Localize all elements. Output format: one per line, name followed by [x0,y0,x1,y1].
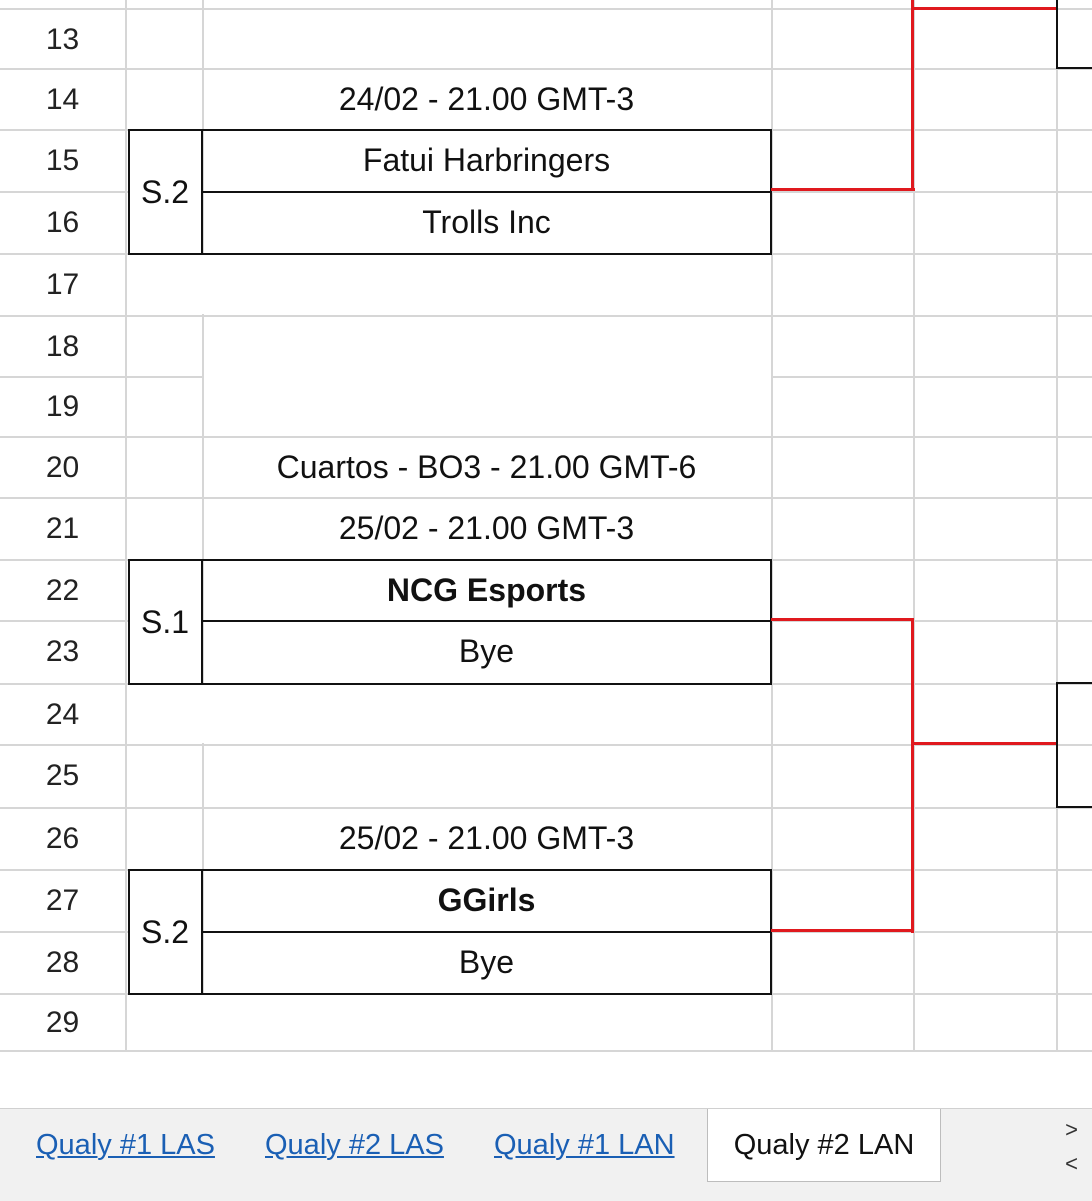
merged-cell [204,499,771,559]
row-header[interactable]: 17 [45,267,80,301]
merged-cell [204,438,771,497]
grid-line [0,191,128,193]
grid-line [913,0,915,1052]
tab-qualy-2-lan[interactable]: Qualy #2 LAN [707,1109,941,1182]
row-header[interactable]: 14 [45,82,80,116]
scroll-tabs-right-icon[interactable]: > [1065,1117,1078,1142]
grid-line [0,807,1092,809]
bracket-connector [911,7,1058,10]
grid-line [1056,0,1058,1052]
match-border [202,191,772,193]
next-round-box [1056,806,1092,808]
grid-line [0,497,1092,499]
match-border [128,993,772,995]
merged-cell [204,70,771,129]
team-name[interactable]: Trolls Inc [422,204,551,240]
seed-label[interactable]: S.2 [140,173,190,210]
row-header[interactable]: 19 [45,389,80,423]
team-name[interactable]: NCG Esports [386,572,587,608]
match-border [128,129,130,255]
grid-line [0,931,128,933]
grid-line [771,191,1092,193]
row-header[interactable]: 20 [45,450,80,484]
match-border [128,869,772,871]
row-header[interactable]: 21 [45,511,80,545]
row-header[interactable]: 18 [45,329,80,363]
row-header[interactable]: 13 [45,22,80,56]
merged-cell [204,809,771,869]
grid-line [771,931,1092,933]
bracket-connector [911,0,914,191]
match-border [770,129,772,255]
next-round-box [1056,682,1058,808]
grid-line [202,0,204,1052]
match-date[interactable]: 25/02 - 21.00 GMT-3 [338,820,635,856]
team-name[interactable]: Fatui Harbringers [362,142,611,178]
row-header[interactable]: 16 [45,205,80,239]
grid-line [0,620,128,622]
next-round-box [1056,682,1092,684]
match-border [128,683,772,685]
match-border [128,559,772,561]
team-name[interactable]: GGirls [437,882,536,918]
team-name[interactable]: Bye [458,633,515,669]
scroll-tabs-left-icon[interactable]: < [1065,1151,1078,1176]
seed-label[interactable]: S.2 [140,913,190,950]
match-border [201,559,203,685]
grid-line [0,1050,1092,1052]
match-border [202,931,772,933]
grid-line [0,8,1092,10]
row-header[interactable]: 26 [45,821,80,855]
merged-cell [204,746,771,807]
match-border [128,869,130,995]
match-date[interactable]: 25/02 - 21.00 GMT-3 [338,510,635,546]
row-header[interactable]: 22 [45,573,80,607]
grid-line [0,436,1092,438]
grid-line [0,315,1092,317]
row-header[interactable]: 15 [45,143,80,177]
bracket-connector [911,618,914,933]
grid-line [771,620,1092,622]
match-border [770,559,772,685]
round-header[interactable]: Cuartos - BO3 - 21.00 GMT-6 [276,449,697,485]
next-round-box [1056,67,1092,69]
grid-line [771,0,773,1052]
row-header[interactable]: 28 [45,945,80,979]
grid-line [0,68,1092,70]
match-border [128,559,130,685]
team-name[interactable]: Bye [458,944,515,980]
row-header[interactable]: 25 [45,758,80,792]
tab-qualy-1-lan[interactable]: Qualy #1 LAN [494,1128,675,1161]
bracket-connector [771,188,915,191]
merged-cell [128,995,771,1050]
match-border [770,869,772,995]
row-header[interactable]: 29 [45,1005,80,1039]
next-round-box [1056,0,1058,69]
spreadsheet-grid: 13 14 15 16 17 18 19 20 21 22 23 24 25 2… [0,0,1092,1052]
sheet-tab-bar: Qualy #1 LAS Qualy #2 LAS Qualy #1 LAN Q… [0,1108,1092,1201]
tab-qualy-2-las[interactable]: Qualy #2 LAS [265,1128,444,1161]
bracket-connector [771,618,914,621]
bracket-connector [771,929,914,932]
grid-line [125,0,127,1052]
tab-qualy-1-las[interactable]: Qualy #1 LAS [36,1128,215,1161]
grid-line [0,744,1092,746]
match-date[interactable]: 24/02 - 21.00 GMT-3 [338,81,635,117]
match-border [201,129,203,255]
match-border [202,620,772,622]
merged-cell [128,255,771,314]
match-border [128,129,772,131]
merged-cell [204,10,771,68]
row-header[interactable]: 24 [45,697,80,731]
bracket-connector [911,742,1058,745]
merged-cell [204,317,771,436]
match-border [128,253,772,255]
match-border [201,869,203,995]
seed-label[interactable]: S.1 [140,603,190,640]
merged-cell [128,685,771,743]
row-header[interactable]: 27 [45,883,80,917]
row-header[interactable]: 23 [45,634,80,668]
